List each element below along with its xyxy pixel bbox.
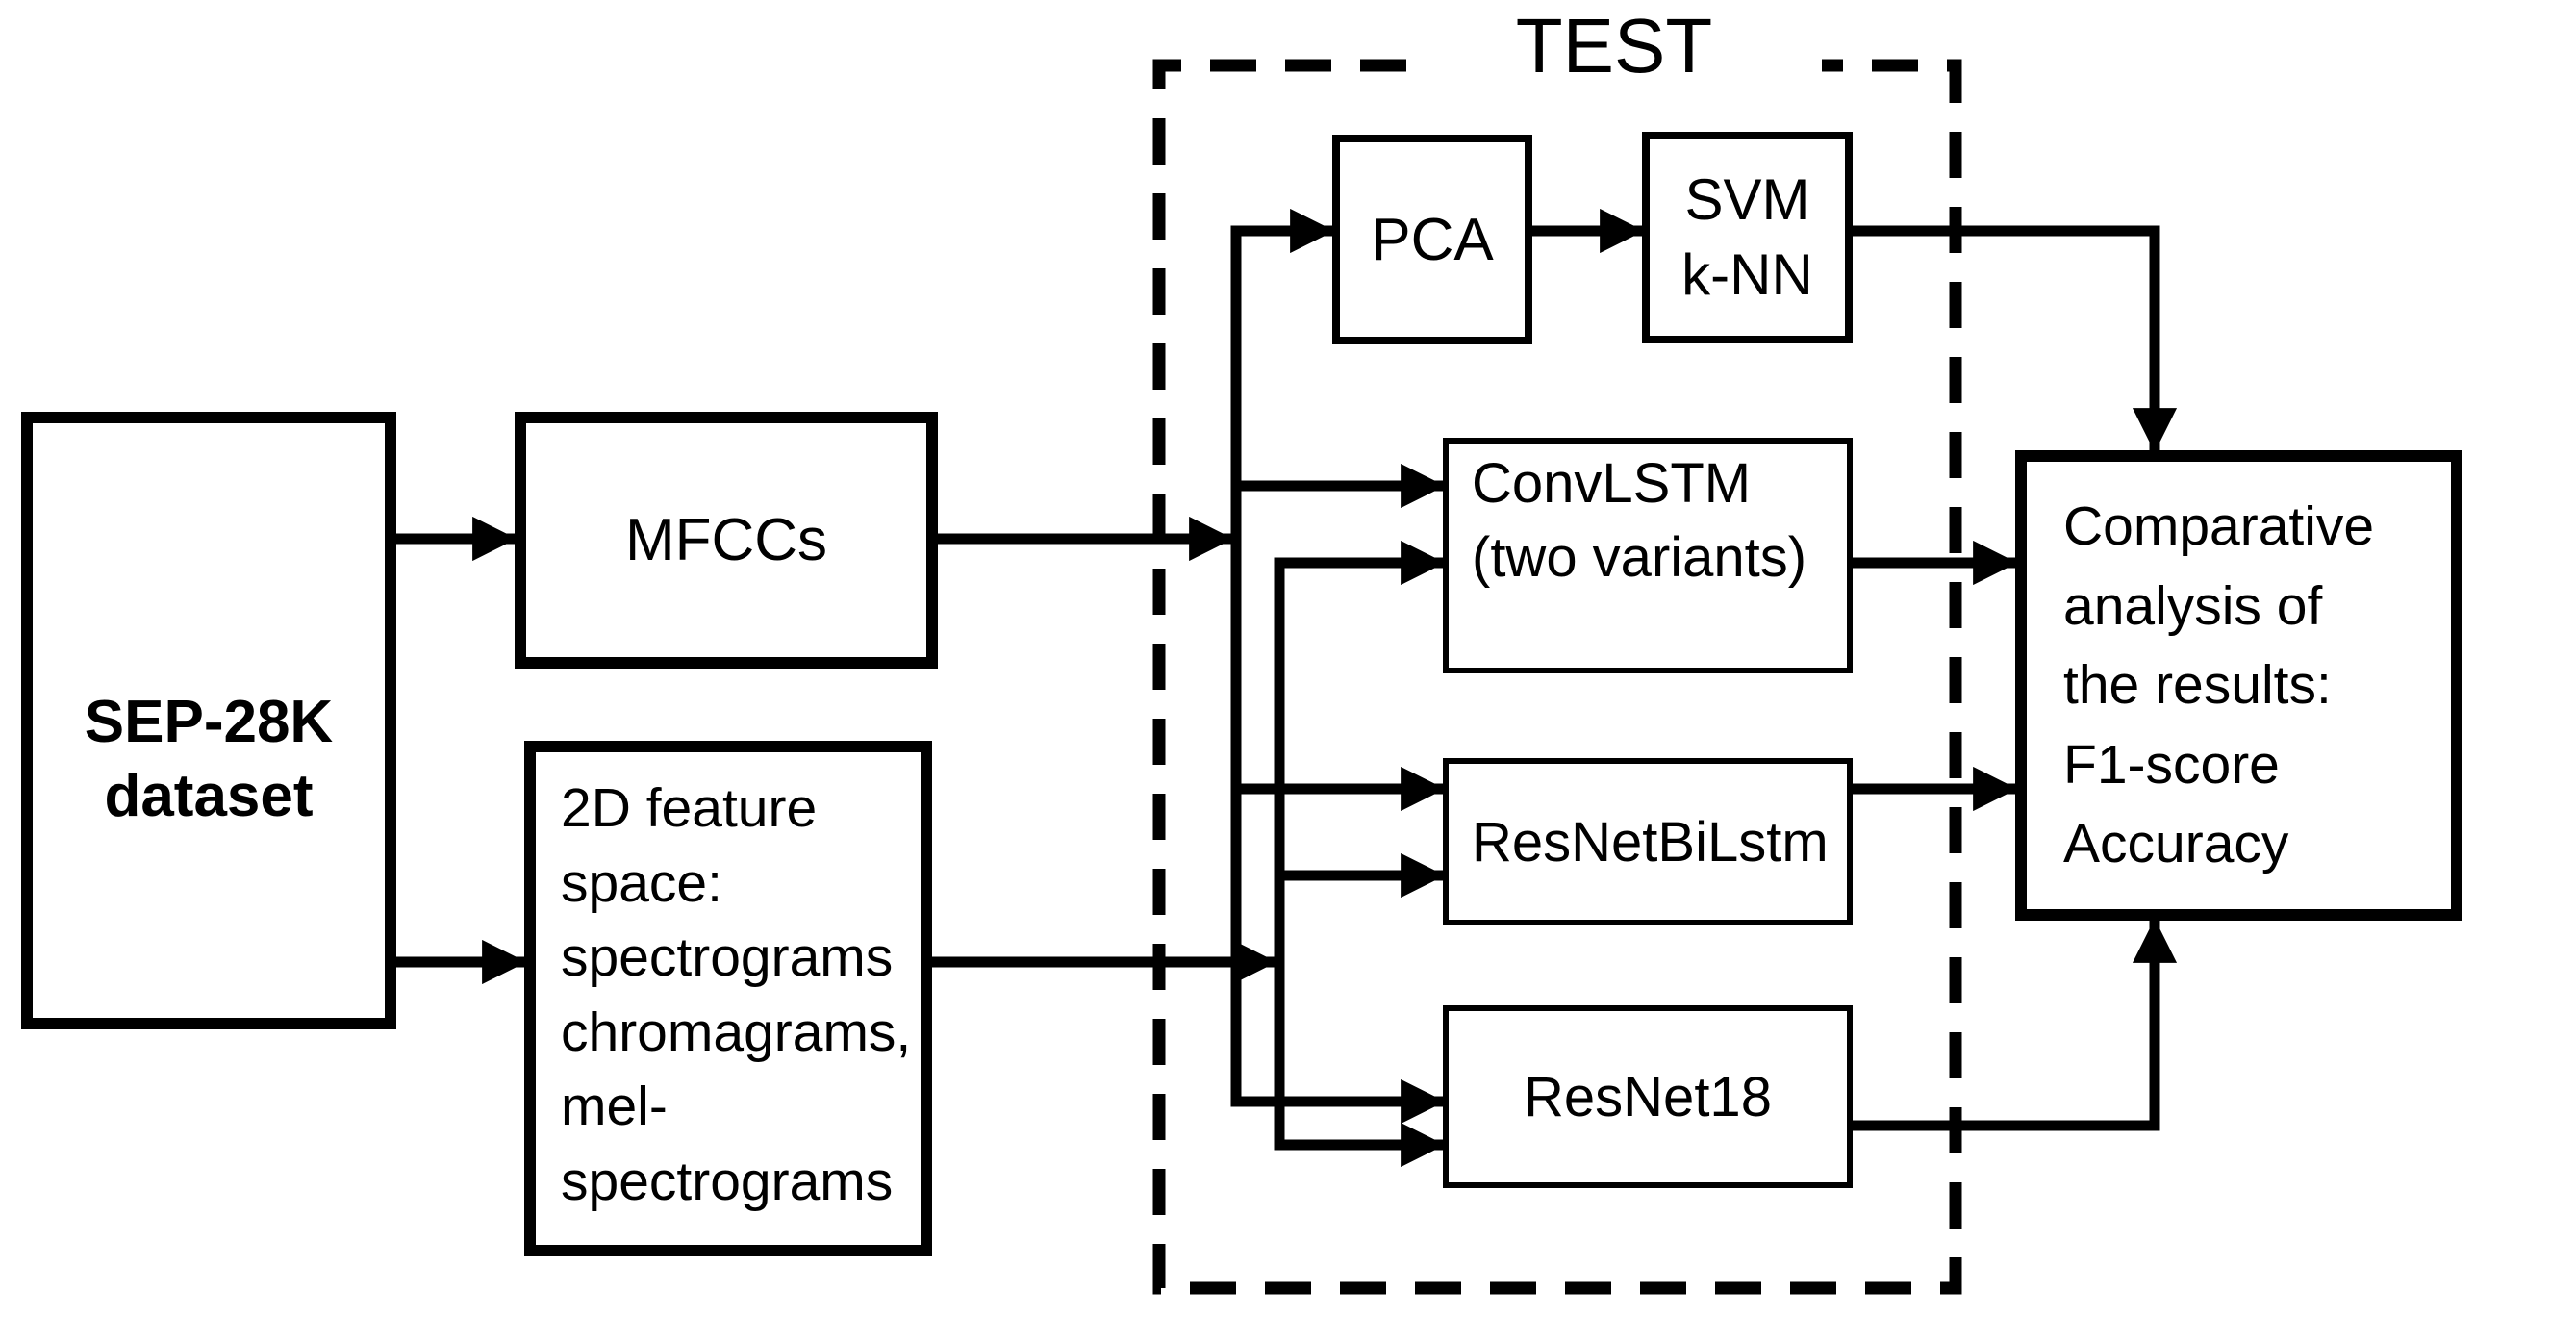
node-label: MFCCs bbox=[624, 507, 828, 573]
node-label: ResNetBiLstm bbox=[1472, 810, 1829, 874]
node-label-line: (two variants) bbox=[1472, 525, 1807, 589]
node-pca: PCA bbox=[1332, 135, 1532, 344]
node-label-line: analysis of bbox=[2063, 574, 2323, 637]
node-sep28k-dataset: SEP-28K dataset bbox=[21, 412, 396, 1029]
node-label-line: the results: bbox=[2063, 654, 2332, 717]
arrow-svm-to-comparative bbox=[1853, 225, 2178, 453]
node-label-line: space: bbox=[561, 851, 722, 914]
node-label-line: Comparative bbox=[2063, 494, 2375, 557]
node-label-line: spectrograms bbox=[561, 1150, 894, 1212]
node-convlstm: ConvLSTM (two variants) bbox=[1443, 438, 1853, 673]
node-resnetbilstm: ResNetBiLstm bbox=[1443, 758, 1853, 925]
node-label-line: SVM bbox=[1684, 167, 1810, 232]
node-resnet18: ResNet18 bbox=[1443, 1005, 1853, 1188]
node-mfccs: MFCCs bbox=[515, 412, 938, 669]
test-group-label: TEST bbox=[1515, 3, 1713, 89]
node-label-line: 2D feature bbox=[561, 777, 818, 839]
node-label-line: Accuracy bbox=[2063, 813, 2289, 875]
node-2d-feature-space: 2D feature space: spectrograms chromagra… bbox=[524, 741, 932, 1256]
node-label-line: F1-score bbox=[2063, 733, 2280, 796]
node-label: PCA bbox=[1371, 206, 1494, 273]
node-label-line: SEP-28K bbox=[84, 688, 334, 755]
node-label-line: k-NN bbox=[1681, 242, 1813, 307]
node-svm-knn: SVM k-NN bbox=[1642, 132, 1853, 343]
node-label-line: dataset bbox=[104, 763, 314, 829]
node-comparative-analysis: Comparative analysis of the results: F1-… bbox=[2015, 450, 2462, 921]
node-label-line: spectrograms bbox=[561, 926, 894, 989]
node-label: ResNet18 bbox=[1524, 1065, 1772, 1128]
node-label-line: ConvLSTM bbox=[1472, 452, 1752, 515]
node-label-line: mel- bbox=[561, 1076, 668, 1138]
arrow-resnet18-to-comparative bbox=[1853, 918, 2178, 1131]
node-label-line: chromagrams, bbox=[561, 1001, 912, 1063]
